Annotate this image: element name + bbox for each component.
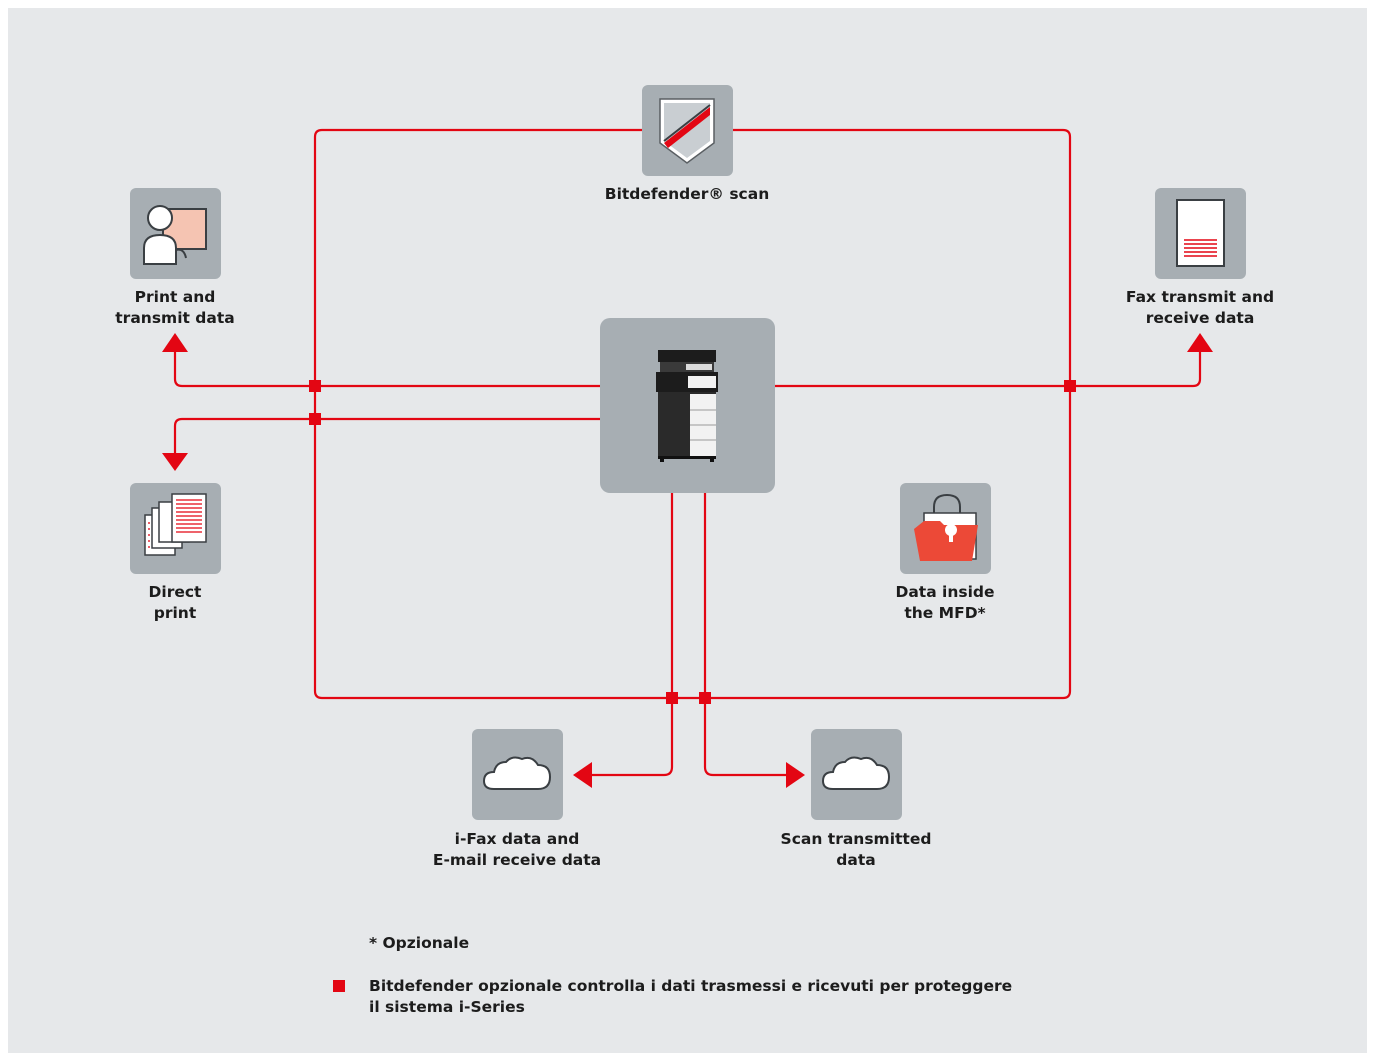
locked-folder-icon [914, 493, 978, 561]
print-transmit-box [130, 188, 221, 279]
bitdefender-box [642, 85, 733, 176]
document-stack-icon [144, 493, 207, 556]
direct-print-box [130, 483, 221, 574]
user-presentation-icon [143, 205, 207, 265]
arrow-left-ifax [573, 762, 592, 788]
scan-transmit-label: Scan transmitted data [780, 830, 932, 869]
ifax-box [472, 729, 563, 820]
bitdefender-marker [666, 692, 678, 704]
scan-transmit-box [811, 729, 902, 820]
cloud-icon [821, 756, 891, 790]
ifax-line [592, 493, 674, 777]
mfd-box [600, 318, 775, 493]
arrow-down-direct-print [162, 453, 188, 471]
bitdefender-label: Bitdefender® scan [604, 185, 770, 203]
scan-line [703, 493, 786, 777]
legend-marker [333, 980, 345, 992]
arrow-up-fax [1187, 333, 1213, 352]
fax-document-icon [1176, 199, 1225, 267]
legend-text: Bitdefender opzionale controlla i dati t… [369, 977, 1013, 1016]
direct-print-label: Direct print [148, 583, 202, 622]
bitdefender-loop-line [313, 128, 1072, 700]
footnote: * Opzionale [369, 934, 470, 952]
ifax-label: i-Fax data and E-mail receive data [432, 830, 602, 869]
fax-label: Fax transmit and receive data [1125, 288, 1275, 327]
data-inside-box [900, 483, 991, 574]
print-transmit-label: Print and transmit data [115, 288, 235, 327]
bitdefender-marker [309, 380, 321, 392]
printer-mfd-icon [656, 350, 718, 462]
direct-print-line [173, 417, 600, 455]
bitdefender-marker [1064, 380, 1076, 392]
fax-line [775, 352, 1202, 388]
shield-icon [659, 98, 715, 164]
arrow-up-print [162, 333, 188, 352]
data-inside-label: Data inside the MFD* [895, 583, 995, 622]
diagram-background [8, 8, 1367, 1053]
bitdefender-marker [699, 692, 711, 704]
bitdefender-marker [309, 413, 321, 425]
cloud-icon [482, 756, 552, 790]
fax-box [1155, 188, 1246, 279]
print-transmit-line [173, 352, 600, 388]
arrow-right-scan [786, 762, 805, 788]
